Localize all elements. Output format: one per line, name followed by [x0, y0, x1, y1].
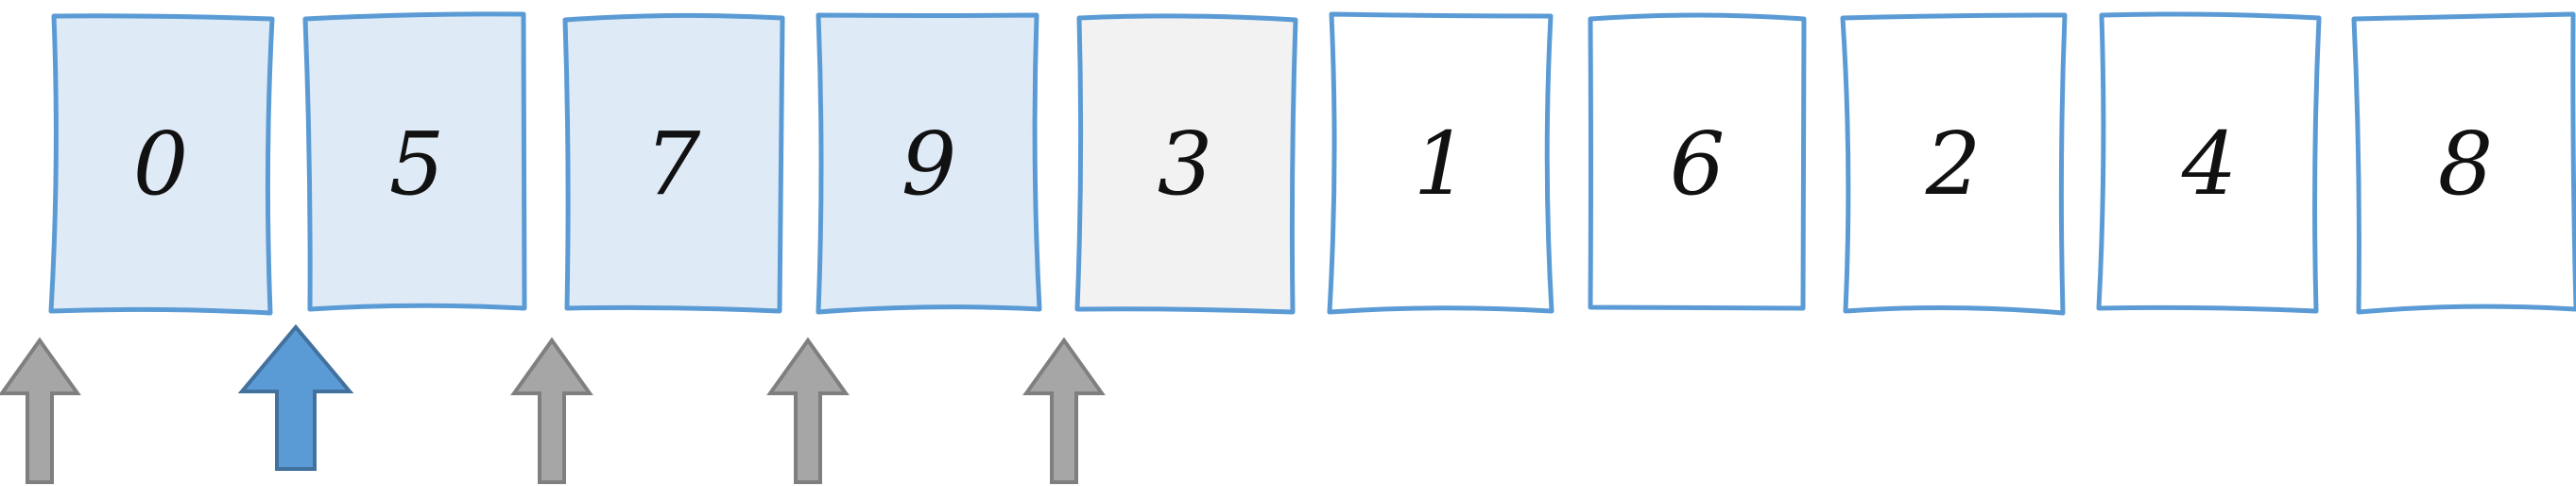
- cell-box: [48, 13, 275, 316]
- cell-box: [1588, 12, 1807, 311]
- array-cell: 2: [1840, 12, 2068, 316]
- array-cell: 1: [1327, 11, 1554, 315]
- cell-value: 5: [389, 113, 445, 215]
- cell-value: 4: [2181, 113, 2238, 215]
- cell-box: [2096, 11, 2322, 314]
- array-cell: 8: [2351, 11, 2576, 315]
- array-cell: 5: [302, 11, 527, 312]
- up-arrow-icon: [766, 337, 850, 484]
- cell-box: [816, 12, 1042, 315]
- cell-value: 1: [1414, 113, 1469, 215]
- cell-value: 9: [902, 113, 957, 215]
- cell-box: [302, 11, 527, 312]
- cell-value: 6: [1670, 113, 1726, 215]
- active-pointer-arrow-icon: [237, 323, 354, 471]
- cell-value: 2: [1925, 113, 1982, 215]
- array-cell: 7: [562, 12, 785, 314]
- cell-value: 7: [645, 113, 701, 215]
- cell-box: [1327, 11, 1554, 315]
- array-cell: 3: [1074, 13, 1298, 315]
- cell-box: [562, 12, 785, 314]
- cell-box: [1074, 13, 1298, 315]
- array-cells: 0 5 7 9 3 1 6 2 4 8: [48, 11, 2576, 316]
- up-arrow-icon: [0, 337, 81, 484]
- array-cell: 0: [48, 13, 275, 316]
- array-cell: 4: [2096, 11, 2322, 314]
- cell-box: [2351, 11, 2576, 315]
- pointer-arrows: [0, 323, 1106, 484]
- cell-value: 0: [133, 113, 189, 215]
- up-arrow-icon: [1022, 337, 1106, 484]
- up-arrow-icon: [510, 337, 593, 484]
- cell-box: [1840, 12, 2068, 316]
- cell-value: 3: [1158, 113, 1213, 215]
- cell-value: 8: [2438, 113, 2494, 215]
- array-cell: 6: [1588, 12, 1807, 311]
- array-cell: 9: [816, 12, 1042, 315]
